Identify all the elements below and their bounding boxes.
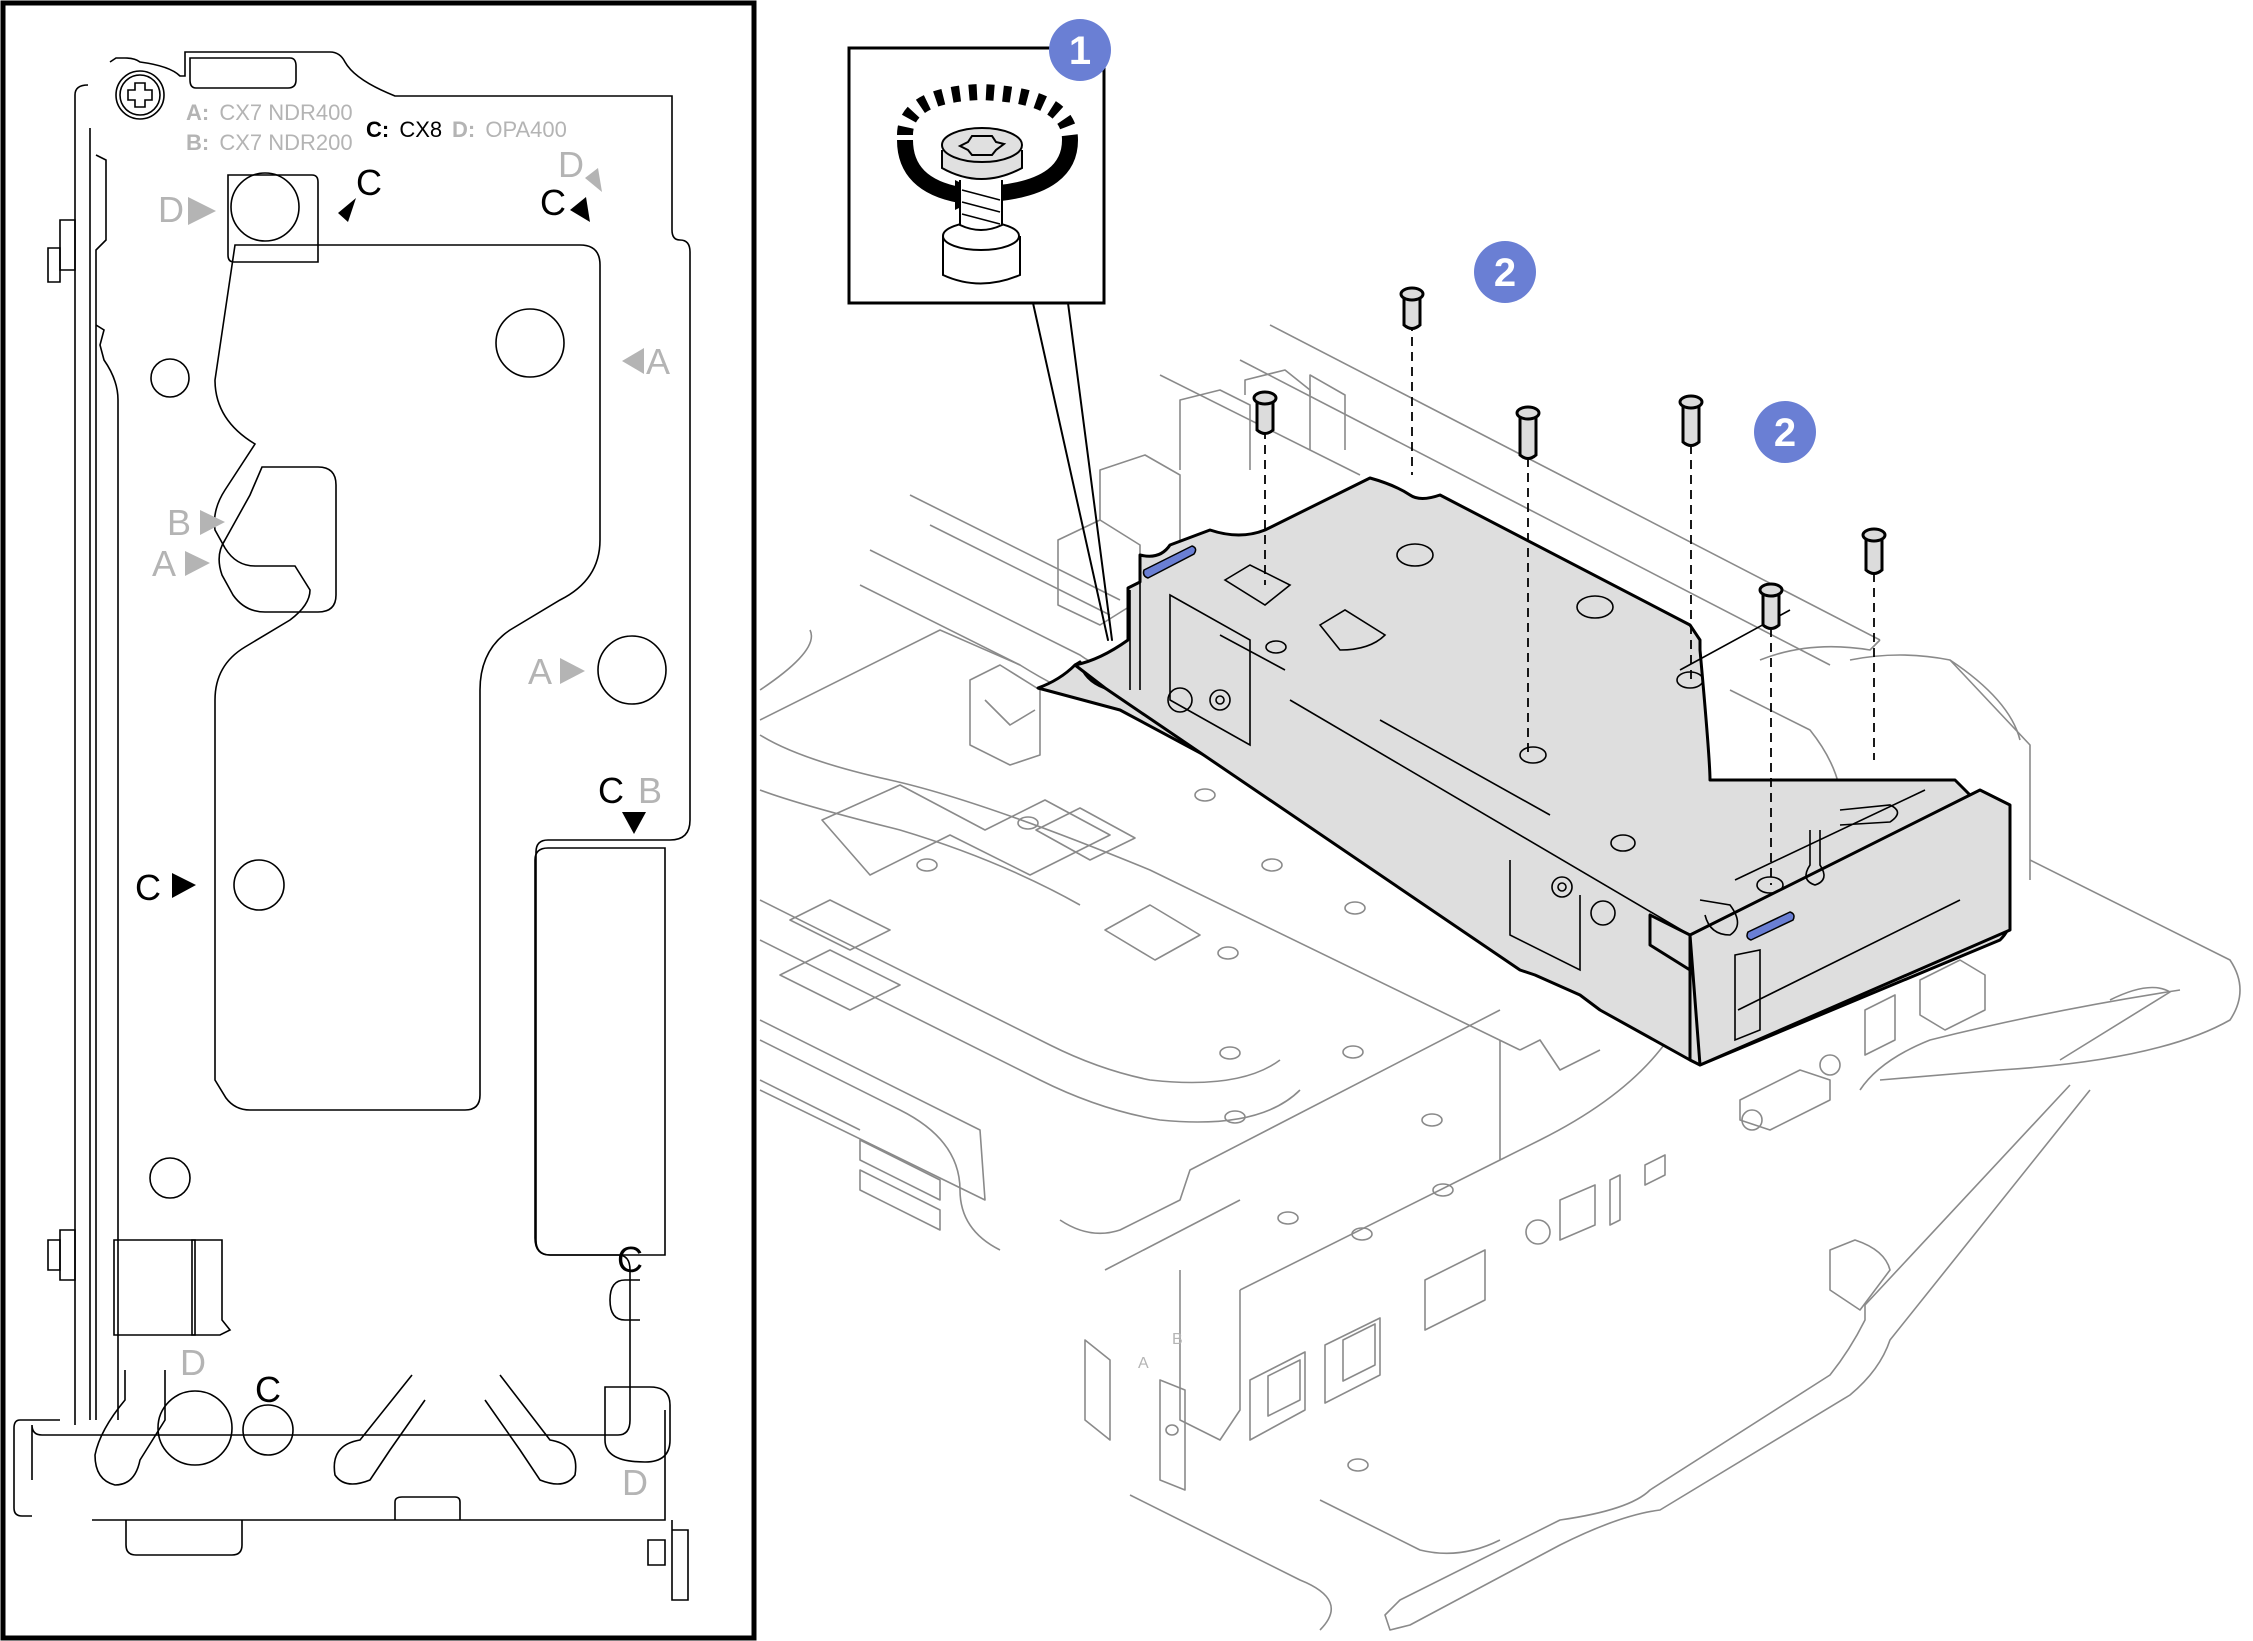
arrow-up-icon bbox=[570, 197, 590, 222]
marker-letter: C bbox=[255, 1369, 281, 1410]
step-number: 1 bbox=[1069, 29, 1091, 73]
arrow-right-icon bbox=[200, 510, 225, 535]
marker-letter: A bbox=[152, 543, 176, 584]
marker-a-left: A bbox=[622, 341, 670, 382]
marker-d-bottom-right: D bbox=[622, 1462, 648, 1503]
marker-d-bottom-left: D bbox=[180, 1342, 206, 1383]
marker-c-bottom: C bbox=[255, 1369, 281, 1410]
marker-letter: C bbox=[617, 1239, 643, 1280]
arrow-left-icon bbox=[622, 348, 644, 374]
port-labels: A B bbox=[1138, 1331, 1183, 1372]
arrow-right-icon bbox=[172, 873, 196, 898]
screws bbox=[1252, 286, 1887, 885]
marker-b-right: B bbox=[167, 502, 225, 543]
marker-letter: D bbox=[180, 1342, 206, 1383]
legend-b-key: B: bbox=[186, 130, 209, 155]
thumbscrew-icon bbox=[941, 127, 1023, 285]
riser-bracket-outline bbox=[13, 51, 691, 1601]
step-number: 2 bbox=[1774, 411, 1796, 455]
blue-touchpoint bbox=[1746, 911, 1795, 941]
screw bbox=[1678, 394, 1704, 680]
marker-letter: C bbox=[135, 867, 161, 908]
marker-a-right-1: A bbox=[152, 543, 210, 584]
marker-c-right: C bbox=[135, 867, 196, 908]
marker-letter: B bbox=[638, 770, 662, 811]
screw bbox=[1861, 527, 1887, 760]
legend-d-value: OPA400 bbox=[485, 117, 567, 142]
legend-c: C: CX8 bbox=[366, 117, 442, 142]
legend-b-value: CX7 NDR200 bbox=[219, 130, 352, 155]
marker-d-top: D bbox=[158, 189, 216, 230]
marker-letter: D bbox=[558, 144, 584, 185]
slot-markers: D C D C A B A bbox=[135, 144, 670, 1503]
marker-c-b-down: C B bbox=[598, 770, 662, 834]
arrow-right-icon bbox=[188, 197, 216, 225]
legend-a-key: A: bbox=[186, 100, 209, 125]
arrow-right-icon bbox=[185, 551, 210, 576]
legend-d: D: OPA400 bbox=[452, 117, 567, 142]
step-number: 2 bbox=[1494, 251, 1516, 295]
legend-a-value: CX7 NDR400 bbox=[219, 100, 352, 125]
marker-letter: C bbox=[540, 182, 566, 223]
right-panel: A B bbox=[759, 19, 2241, 1631]
legend-b: B: CX7 NDR200 bbox=[186, 130, 353, 155]
chassis-outline bbox=[759, 324, 2241, 1631]
marker-letter: A bbox=[528, 651, 552, 692]
arrow-down-icon bbox=[622, 812, 646, 834]
port-label-a: A bbox=[1138, 1355, 1149, 1372]
legend-c-key: C: bbox=[366, 117, 389, 142]
legend-a: A: CX7 NDR400 bbox=[186, 100, 353, 125]
legend: A: CX7 NDR400 B: CX7 NDR200 C: CX8 D: OP… bbox=[186, 100, 567, 155]
screw bbox=[1515, 405, 1541, 755]
riser-cage bbox=[1036, 476, 2012, 1067]
step-badge-2b: 2 bbox=[1754, 401, 1816, 463]
screw bbox=[1399, 286, 1425, 475]
arrow-right-icon bbox=[560, 658, 585, 684]
arrow-up-right-icon bbox=[585, 168, 602, 192]
left-panel: A: CX7 NDR400 B: CX7 NDR200 C: CX8 D: OP… bbox=[0, 0, 757, 1641]
port-label-b: B bbox=[1172, 1331, 1183, 1348]
thumbscrew-callout bbox=[847, 46, 1113, 641]
marker-d-upright: D bbox=[558, 144, 602, 192]
marker-letter: D bbox=[158, 189, 184, 230]
marker-letter: C bbox=[598, 770, 624, 811]
marker-c-lower-right: C bbox=[617, 1239, 643, 1280]
legend-d-key: D: bbox=[452, 117, 475, 142]
step-badge-1: 1 bbox=[1049, 19, 1111, 81]
marker-letter: D bbox=[622, 1462, 648, 1503]
marker-c-top: C bbox=[338, 162, 382, 222]
marker-letter: C bbox=[356, 162, 382, 203]
arrow-down-left-icon bbox=[338, 198, 356, 222]
blue-touchpoint bbox=[1142, 545, 1197, 579]
marker-letter: B bbox=[167, 502, 191, 543]
screw bbox=[1758, 582, 1784, 885]
legend-c-value: CX8 bbox=[399, 117, 442, 142]
marker-c-up: C bbox=[540, 182, 590, 223]
step-badge-2a: 2 bbox=[1474, 241, 1536, 303]
marker-a-right-2: A bbox=[528, 651, 585, 692]
screw bbox=[1252, 390, 1278, 585]
marker-letter: A bbox=[646, 341, 670, 382]
